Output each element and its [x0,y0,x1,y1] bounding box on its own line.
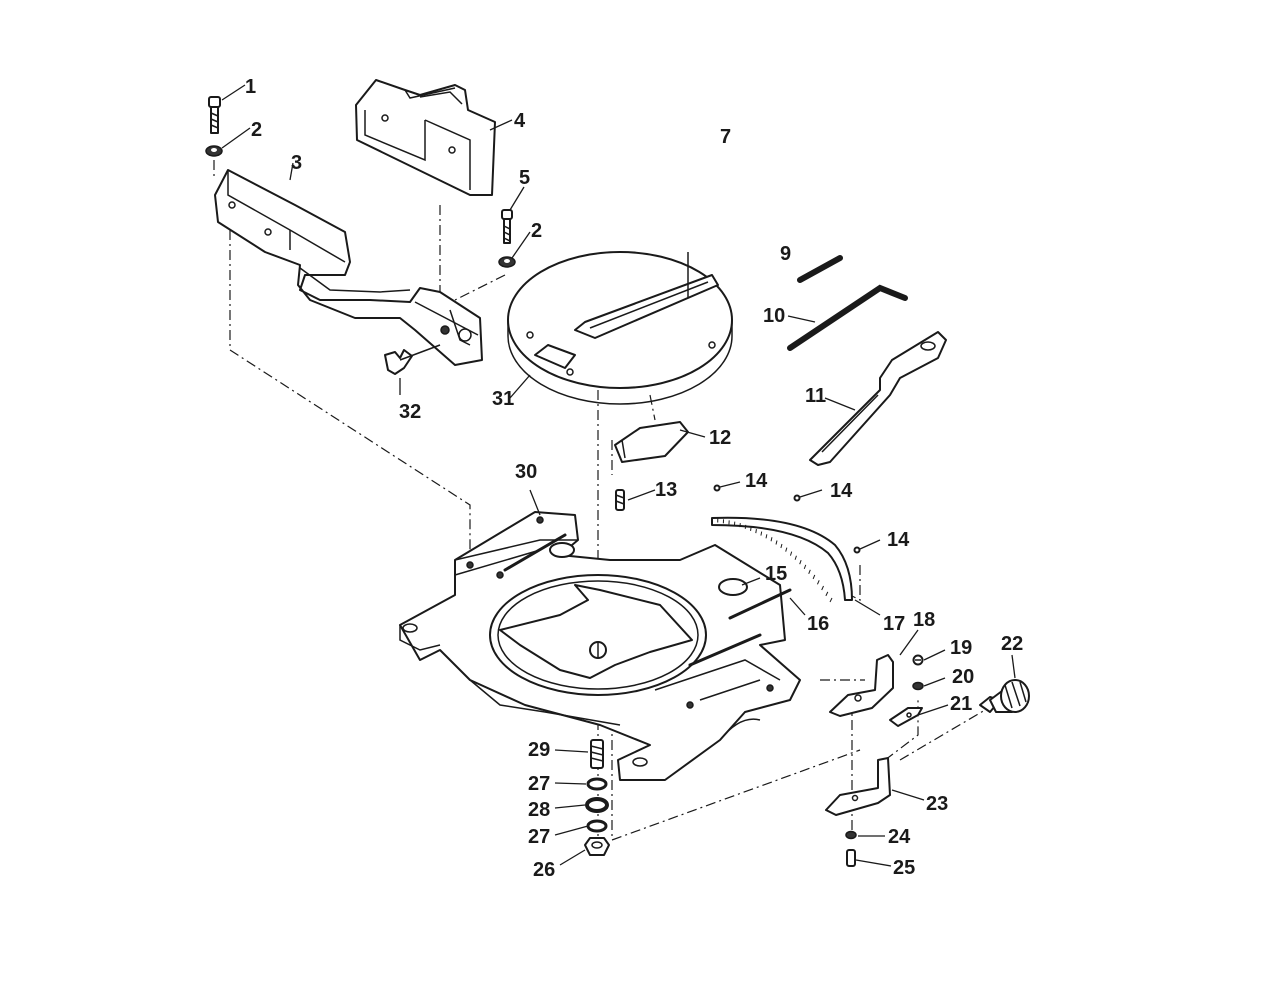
scale-tick [795,556,796,560]
callout-11: 11 [805,385,826,407]
callout-4: 4 [514,110,526,132]
part-bolt-1 [209,97,220,133]
scale-tick [766,534,767,538]
scale-tick [804,565,806,569]
part-hex-key-10 [790,288,905,348]
scale-tick [817,580,819,584]
part-washer-20 [913,683,923,690]
part-washer-27b [588,821,606,831]
callout-13: 13 [655,479,677,501]
scale-tick [781,544,782,548]
scale-tick [771,537,772,541]
callout-27: 27 [528,773,550,795]
callout-19: 19 [950,637,972,659]
part-clamp-18 [830,655,893,716]
scale-tick [830,598,832,602]
part-knob-22 [980,680,1029,712]
callout-14-third: 14 [887,529,910,551]
part-guard-12 [615,422,688,462]
scale-tick [751,527,752,531]
callout-17: 17 [883,613,905,635]
scale-tick [776,541,777,545]
callout-10: 10 [763,305,785,327]
part-stud-29 [591,740,603,768]
scale-tick [756,529,757,533]
part-table-insert-31 [508,252,732,404]
part-washer-2a [206,146,222,156]
part-screw-25 [847,850,855,866]
part-washer-27a [588,779,606,789]
part-plate-21 [890,708,922,726]
scale-tick [809,570,811,574]
callout-1: 1 [245,76,256,98]
callout-12: 12 [709,427,731,449]
part-l-bracket-23 [826,758,890,815]
part-washer-28 [587,799,607,811]
callout-27-second: 27 [528,826,550,848]
callout-26: 26 [533,859,555,881]
part-right-fence-4 [356,80,495,195]
leader-lines [222,85,1015,866]
callout-14-second: 14 [830,480,853,502]
scale-tick [822,586,824,590]
part-pad-15 [719,579,747,595]
callout-7: 7 [720,126,731,148]
callout-22: 22 [1001,633,1023,655]
callout-30: 30 [515,461,537,483]
callout-28: 28 [528,799,550,821]
callout-2-second: 2 [531,220,542,242]
part-bracket-11 [810,332,946,465]
callout-3: 3 [291,152,302,174]
callout-14-first: 14 [745,470,768,492]
part-bolt-13 [616,490,624,510]
scale-tick [790,552,791,556]
callout-9: 9 [780,243,791,265]
part-washer-2b [499,257,515,267]
scale-tick [800,560,801,564]
callout-29: 29 [528,739,550,761]
part-washer-24 [846,832,856,839]
part-left-fence-3 [215,170,482,365]
part-wrench-9 [800,258,840,280]
part-nut-26 [585,838,609,855]
scale-tick [745,525,746,529]
callout-16: 16 [807,613,829,635]
callout-15: 15 [765,563,787,585]
callout-21: 21 [950,693,972,715]
callout-25: 25 [893,857,915,879]
callout-2: 2 [251,119,262,141]
callout-18: 18 [913,609,935,631]
scale-tick [761,532,762,536]
callout-23: 23 [926,793,948,815]
callout-5: 5 [519,167,530,189]
callout-24: 24 [888,826,911,848]
callout-32: 32 [399,401,421,423]
scale-tick [786,548,787,552]
part-screw-19 [914,656,923,665]
scale-tick [813,575,815,579]
callout-31: 31 [492,388,514,410]
part-wing-screw-32 [385,345,440,374]
part-screw-5 [502,210,512,243]
scale-tick [826,592,828,596]
callout-20: 20 [952,666,974,688]
